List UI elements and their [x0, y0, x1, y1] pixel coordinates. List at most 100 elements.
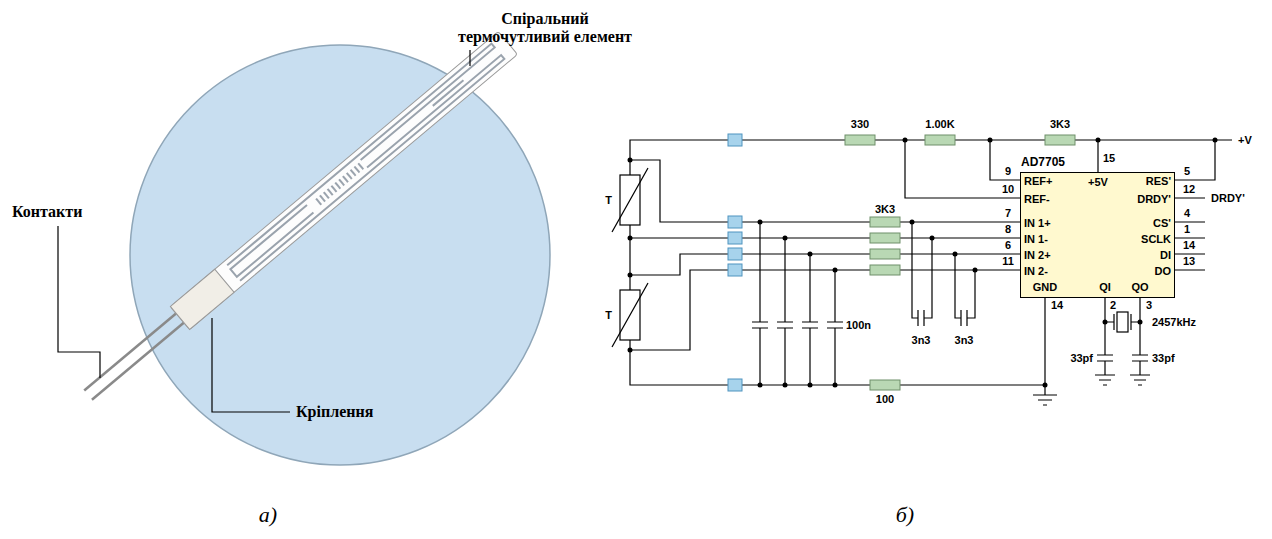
drawing-part [78, 31, 517, 406]
chip-name: AD7705 [1021, 155, 1065, 169]
drawing-part [227, 44, 504, 281]
drawing-part [802, 254, 818, 385]
pin-label: DRDY' [1137, 193, 1171, 205]
drawing-part [1097, 355, 1148, 361]
pin-label: DI [1160, 249, 1171, 261]
schematic-wires [612, 140, 1232, 405]
pin-label: 7 [1005, 207, 1011, 219]
drawing-part [905, 140, 1020, 198]
pin-label: 2 [1110, 299, 1116, 311]
pin-label: RES' [1146, 175, 1171, 187]
pin-label: 3K3 [1050, 118, 1070, 130]
pin-label: 5 [1184, 165, 1190, 177]
junction-dot [910, 220, 915, 225]
drawing-part [1175, 198, 1205, 270]
pin-label: REF+ [1024, 175, 1052, 187]
drawing-part [728, 134, 742, 146]
drawing-part [728, 216, 742, 228]
pin-label: DRDY' [1211, 192, 1245, 204]
drawing-part [170, 269, 234, 329]
pin-label: QO [1131, 281, 1148, 293]
figure-letter: б) [896, 502, 914, 528]
pin-label: IN 1+ [1024, 217, 1051, 229]
pin-label: SCLK [1141, 233, 1171, 245]
pin-label: +5V [1088, 176, 1108, 188]
junction-dot [783, 236, 788, 241]
part-label: Контакти [12, 203, 82, 221]
drawing-part [212, 318, 290, 412]
pin-label: 3n3 [955, 334, 974, 346]
junction-dot [973, 268, 978, 273]
pin-label: T [605, 309, 612, 321]
junction-dot [808, 383, 813, 388]
junction-dot [758, 220, 763, 225]
pin-label: CS' [1153, 217, 1171, 229]
junction-dot [1213, 138, 1218, 143]
drawing-part [845, 135, 875, 145]
pin-label: 3K3 [875, 203, 895, 215]
junction-dot [783, 383, 788, 388]
connector-terminal [728, 134, 742, 391]
drawing-part [990, 140, 1020, 180]
drawing-part [630, 254, 1020, 275]
drawing-part [728, 379, 742, 391]
junction-dot [833, 268, 838, 273]
pin-label: IN 2+ [1024, 249, 1051, 261]
figure-letter: а) [259, 502, 277, 528]
junction-dot [628, 138, 1218, 388]
pin-label: 3n3 [912, 334, 931, 346]
drawing-part [955, 254, 975, 326]
pin-label: 12 [1183, 183, 1195, 195]
drawing-part [1130, 375, 1150, 385]
drawing-part [58, 226, 100, 378]
pin-label: 13 [1183, 255, 1195, 267]
pin-label: 8 [1005, 223, 1011, 235]
drawing-part [170, 31, 517, 329]
pin-label: 1.00K [925, 118, 954, 130]
drawing-part [752, 222, 768, 385]
drawing-part [630, 237, 1020, 238]
drawing-part [1175, 140, 1215, 180]
pin-label: 330 [851, 118, 869, 130]
drawing-part [612, 283, 648, 347]
drawing-part [870, 233, 900, 243]
junction-dot [1138, 320, 1143, 325]
pin-label: QI [1099, 281, 1111, 293]
pin-label: 1 [1184, 223, 1190, 235]
junction-dot [988, 138, 993, 143]
pin-label: 15 [1103, 152, 1115, 164]
pin-label: 14 [1183, 239, 1195, 251]
junction-dot [953, 252, 958, 257]
drawing-part [629, 225, 630, 290]
drawing-part [1045, 135, 1075, 145]
drawing-part [92, 317, 190, 399]
pin-label: 100n [846, 319, 871, 331]
drawing-part [1105, 298, 1140, 355]
pin-label: REF- [1024, 193, 1050, 205]
junction-dot [758, 383, 763, 388]
drawing-part [84, 308, 182, 390]
pin-label: 2457kHz [1152, 316, 1196, 328]
pin-label: 10 [1002, 183, 1014, 195]
drawing-part [728, 264, 742, 276]
pin-label: 33pf [1152, 352, 1175, 364]
drawing-part [925, 135, 955, 145]
junction-dot [1096, 138, 1101, 143]
drawing-part [870, 249, 900, 259]
junction-dot [930, 236, 935, 241]
junction-dot [628, 158, 633, 163]
drawing-part [630, 160, 1020, 222]
drawing-part [870, 380, 900, 390]
junction-dot [628, 348, 633, 353]
pin-label: 6 [1005, 239, 1011, 251]
part-label: Спіральний термочутливий елемент [445, 10, 645, 46]
drawing-part [630, 298, 1045, 385]
drawing-part [870, 217, 900, 227]
drawing-part [432, 79, 464, 106]
drawing-part [1117, 312, 1128, 332]
pin-label: 9 [1005, 165, 1011, 177]
pin-label: 3 [1146, 299, 1152, 311]
pin-label: GND [1033, 281, 1057, 293]
drawing-part [130, 45, 550, 465]
